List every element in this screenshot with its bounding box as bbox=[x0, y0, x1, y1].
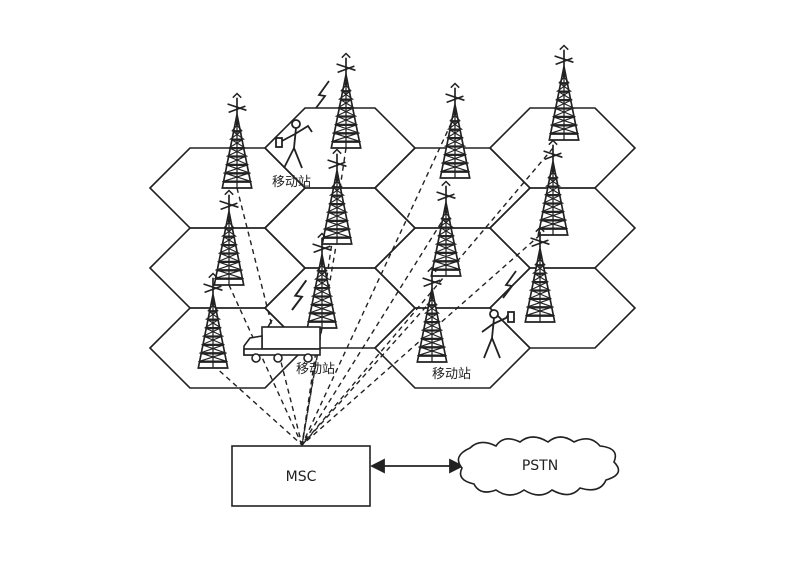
link-line bbox=[236, 187, 303, 446]
cell-tower-icon bbox=[548, 44, 580, 142]
cell-hexagon bbox=[488, 267, 637, 349]
pstn-cloud bbox=[457, 436, 620, 496]
cell-tower-icon bbox=[221, 92, 253, 190]
link-line bbox=[301, 214, 447, 446]
cell-tower-icon bbox=[306, 232, 338, 330]
mobile-station-label: 移动站 bbox=[272, 175, 311, 190]
cell-tower-icon bbox=[330, 52, 362, 150]
base-stations bbox=[197, 44, 580, 370]
arrow-head-left bbox=[369, 458, 385, 474]
lightning-link-icon bbox=[291, 279, 308, 311]
pstn-label: PSTN bbox=[522, 458, 558, 474]
arrow-head-right bbox=[449, 458, 465, 474]
cell-tower-icon bbox=[439, 82, 471, 180]
vehicle-icon bbox=[243, 319, 321, 363]
msc-label: MSC bbox=[286, 469, 317, 485]
cell-tower-icon bbox=[524, 226, 556, 324]
person-with-phone-icon bbox=[481, 309, 515, 359]
cell-tower-icon bbox=[321, 148, 353, 246]
link-line bbox=[212, 364, 303, 446]
link-line bbox=[228, 284, 303, 446]
msc-pstn-link bbox=[369, 458, 465, 474]
cell-tower-icon bbox=[416, 266, 448, 364]
link-line bbox=[301, 234, 541, 446]
person-with-phone-icon bbox=[275, 119, 313, 169]
link-line bbox=[301, 299, 433, 446]
cell-tower-icon bbox=[197, 272, 229, 370]
msc-box bbox=[231, 445, 371, 507]
msc-links bbox=[212, 114, 554, 446]
mobile-station-label: 移动站 bbox=[432, 367, 471, 382]
lightning-link-icon bbox=[315, 80, 330, 109]
link-line bbox=[301, 147, 554, 446]
mobile-station-label: 移动站 bbox=[296, 362, 335, 377]
cell-tower-icon bbox=[213, 189, 245, 287]
link-line bbox=[301, 114, 456, 446]
cell-grid bbox=[148, 107, 637, 389]
